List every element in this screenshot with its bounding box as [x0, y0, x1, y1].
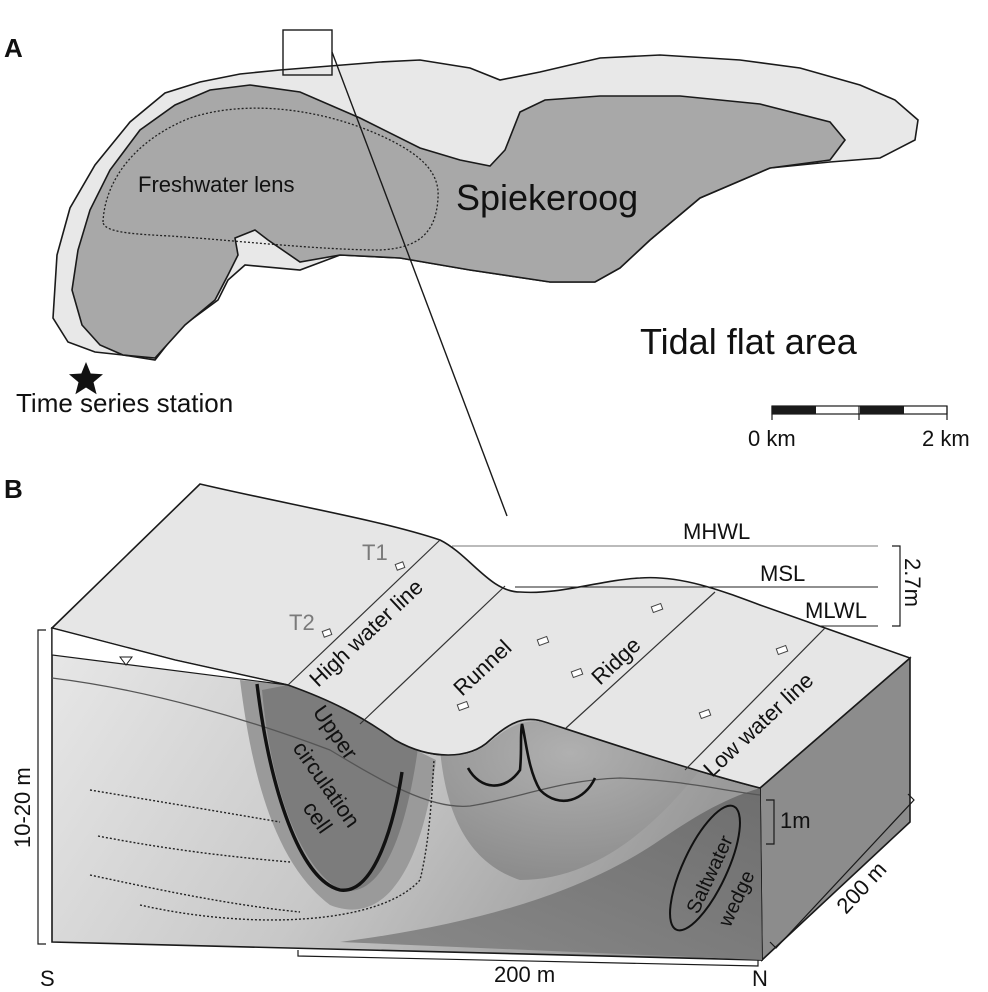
- tidal-flat-label: Tidal flat area: [640, 321, 858, 362]
- one-m-label: 1m: [780, 808, 811, 833]
- zoom-line: [331, 51, 508, 517]
- panel-a-letter: A: [4, 33, 23, 63]
- station-label: Time series station: [16, 388, 233, 418]
- ridge-boundary: [565, 591, 716, 729]
- low-water-line: [684, 627, 826, 771]
- width-label: 200 m: [494, 962, 555, 987]
- flow-line-4: [139, 759, 435, 921]
- water-table-triangle-icon: [119, 656, 133, 666]
- high-water-line: [287, 539, 441, 686]
- marker: [536, 635, 550, 647]
- scale-bar: [771, 405, 948, 420]
- panel-b: B MH: [4, 474, 925, 991]
- flow-line-2: [97, 835, 291, 863]
- depth-bracket: [37, 629, 46, 945]
- scale-end-label: 2 km: [922, 426, 970, 451]
- one-m-bracket: [766, 799, 775, 845]
- circulation-curve: [255, 683, 404, 892]
- south-label: S: [40, 966, 55, 991]
- north-label: N: [752, 966, 768, 991]
- mhwl-label: MHWL: [683, 519, 750, 544]
- block-top-surface: [50, 483, 912, 789]
- scale-start-label: 0 km: [748, 426, 796, 451]
- marker: [650, 602, 664, 614]
- marker: [775, 644, 789, 656]
- mlwl-label: MLWL: [805, 598, 867, 623]
- panel-a: A Freshwater lens Spiekeroog Tidal flat …: [4, 29, 970, 517]
- water-table-line: [51, 677, 761, 807]
- width-bracket: [297, 950, 759, 967]
- station-star-icon: [69, 362, 103, 395]
- flow-line-1: [89, 789, 281, 823]
- island-core: [71, 84, 847, 359]
- t1-label: T1: [362, 540, 388, 565]
- t2-label: T2: [289, 610, 315, 635]
- tidal-range-bracket: [892, 545, 901, 627]
- tidal-range-label: 2.7m: [900, 558, 925, 607]
- panel-b-letter: B: [4, 474, 23, 504]
- circulation-cell-core: [262, 685, 418, 892]
- saltwater-wedge-ellipse: [669, 804, 741, 932]
- island-name: Spiekeroog: [456, 177, 638, 218]
- msl-label: MSL: [760, 561, 805, 586]
- depth-label: 10-20 m: [10, 767, 35, 848]
- saltwater-wedge-zone: [340, 788, 762, 960]
- length-bracket: [769, 793, 915, 949]
- marker: [570, 667, 584, 679]
- marker: [698, 708, 712, 720]
- freshwater-lens-outline: [102, 107, 439, 251]
- t1-marker: [394, 561, 406, 571]
- runnel-boundary: [359, 585, 506, 725]
- t2-marker: [321, 628, 333, 638]
- runnel-curve: [466, 723, 597, 802]
- marker: [456, 700, 470, 712]
- freshwater-lens-label: Freshwater lens: [138, 172, 295, 197]
